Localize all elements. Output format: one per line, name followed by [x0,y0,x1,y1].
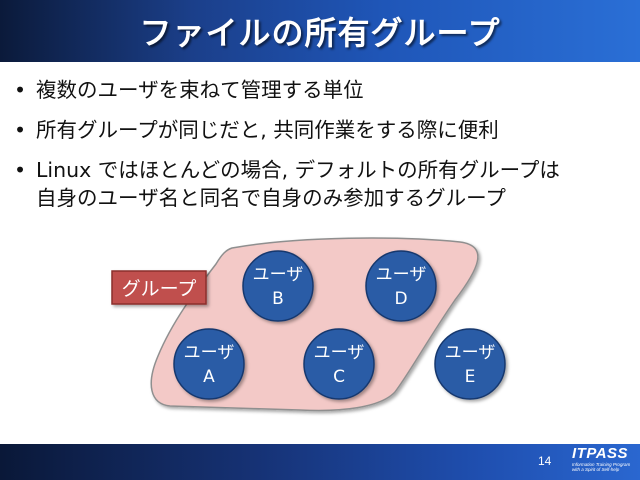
bullet-list: • 複数のユーザを束ねて管理する単位 • 所有グループが同じだと, 共同作業をす… [12,64,632,212]
logo-tagline: Information Training Program [572,462,631,467]
bullet-item: • Linux ではほとんどの場合, デフォルトの所有グループは 自身のユーザ名… [12,156,632,212]
logo-tagline: with a Spirit of Self-help [572,467,620,472]
user-d-node: ユーザ D [365,250,437,322]
footer-bar: 14 ITPASS Information Training Program w… [0,444,640,480]
user-c-node: ユーザ C [303,328,375,400]
page-number: 14 [538,454,552,468]
user-id: C [333,367,345,387]
user-label: ユーザ [445,343,496,363]
user-id: B [272,289,284,309]
user-e-node: ユーザ E [434,328,506,400]
user-id: D [394,289,407,309]
user-label: ユーザ [376,265,427,285]
bullet-text-line: 自身のユーザ名と同名で自身のみ参加するグループ [36,186,506,210]
user-label: ユーザ [314,343,365,363]
user-b-node: ユーザ B [242,250,314,322]
user-id: A [203,367,215,387]
bullet-item: • 所有グループが同じだと, 共同作業をする際に便利 [12,116,632,144]
group-label-text: グループ [122,278,197,300]
user-label: ユーザ [184,343,235,363]
bullet-text-line: Linux ではほとんどの場合, デフォルトの所有グループは [36,158,560,182]
user-id: E [465,367,476,387]
user-a-node: ユーザ A [173,328,245,400]
itpass-logo: ITPASS Information Training Program with… [572,446,638,478]
bullet-dot: • [14,118,27,142]
bullet-dot: • [14,78,27,102]
bullet-text: 所有グループが同じだと, 共同作業をする際に便利 [36,118,499,142]
logo-text: ITPASS [572,445,629,462]
title-bar: ファイルの所有グループ [0,0,640,62]
bullet-dot: • [14,158,27,182]
user-label: ユーザ [253,265,304,285]
bullet-text: 複数のユーザを束ねて管理する単位 [36,78,364,102]
bullet-item: • 複数のユーザを束ねて管理する単位 [12,76,632,104]
slide-title: ファイルの所有グループ [139,14,501,52]
group-label: グループ [111,270,207,305]
